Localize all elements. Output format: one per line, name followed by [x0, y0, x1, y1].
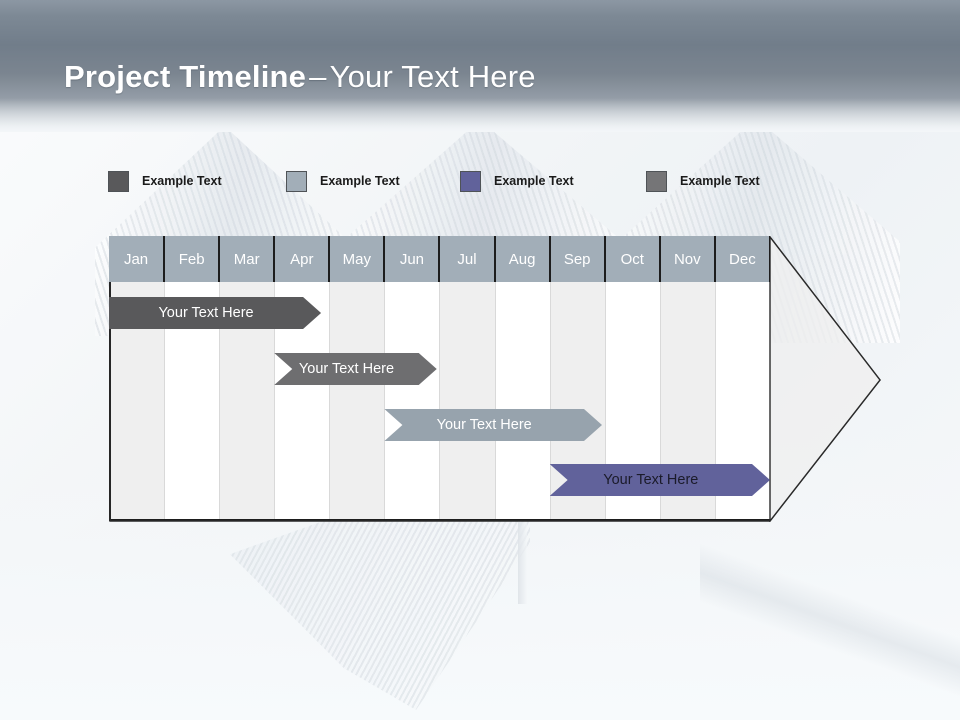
- month-header-feb[interactable]: Feb: [164, 236, 220, 282]
- month-header-jun[interactable]: Jun: [384, 236, 440, 282]
- legend: Example Text Example Text Example Text Exam…: [108, 168, 808, 194]
- task-bar-label: Your Text Here: [298, 361, 395, 377]
- legend-swatch-icon: [460, 170, 481, 192]
- legend-item-3[interactable]: Example Text: [460, 168, 574, 194]
- task-bar-label: Your Text Here: [603, 472, 699, 488]
- task-bar-2[interactable]: Your Text Here: [274, 353, 437, 385]
- month-header-apr[interactable]: Apr: [274, 236, 330, 282]
- task-bar-shape: [384, 409, 602, 441]
- month-header-aug[interactable]: Aug: [494, 236, 550, 282]
- task-bar-shape: [274, 353, 437, 385]
- task-bar-shape: [109, 297, 322, 329]
- month-header-nov[interactable]: Nov: [659, 236, 715, 282]
- month-header-sep[interactable]: Sep: [549, 236, 605, 282]
- legend-swatch-icon: [646, 170, 667, 192]
- task-bar-label: Your Text Here: [436, 417, 532, 433]
- month-header-mar[interactable]: Mar: [219, 236, 275, 282]
- legend-swatch-icon: [108, 170, 129, 192]
- month-header-jan[interactable]: Jan: [109, 236, 165, 282]
- house-shape-lower: [230, 520, 530, 710]
- month-header-dec[interactable]: Dec: [714, 236, 770, 282]
- legend-item-4[interactable]: Example Text: [646, 168, 760, 194]
- legend-label: Example Text: [494, 174, 574, 188]
- legend-item-1[interactable]: Example Text: [108, 168, 222, 194]
- task-bar-1[interactable]: Your Text Here: [109, 297, 322, 329]
- legend-swatch-icon: [286, 170, 307, 192]
- house-stripes: [230, 520, 530, 710]
- month-header-jul[interactable]: Jul: [439, 236, 495, 282]
- month-header-oct[interactable]: Oct: [604, 236, 660, 282]
- legend-label: Example Text: [142, 174, 222, 188]
- legend-item-2[interactable]: Example Text: [286, 168, 400, 194]
- task-bar-shape: [549, 464, 770, 496]
- title-light-part: Your Text Here: [329, 59, 536, 94]
- task-bar-4[interactable]: Your Text Here: [549, 464, 770, 496]
- title-dash: –: [309, 59, 327, 94]
- header-right-edge: [769, 236, 770, 282]
- legend-label: Example Text: [320, 174, 400, 188]
- legend-label: Example Text: [680, 174, 760, 188]
- task-bar-label: Your Text Here: [158, 305, 254, 321]
- page-title: Project Timeline–Your Text Here: [64, 59, 536, 95]
- background-sheen: [700, 520, 960, 720]
- month-header-may[interactable]: May: [329, 236, 385, 282]
- post-shape: [518, 522, 527, 604]
- header-band: [0, 0, 960, 132]
- task-bar-3[interactable]: Your Text Here: [384, 409, 602, 441]
- title-bold-part: Project Timeline: [64, 59, 307, 94]
